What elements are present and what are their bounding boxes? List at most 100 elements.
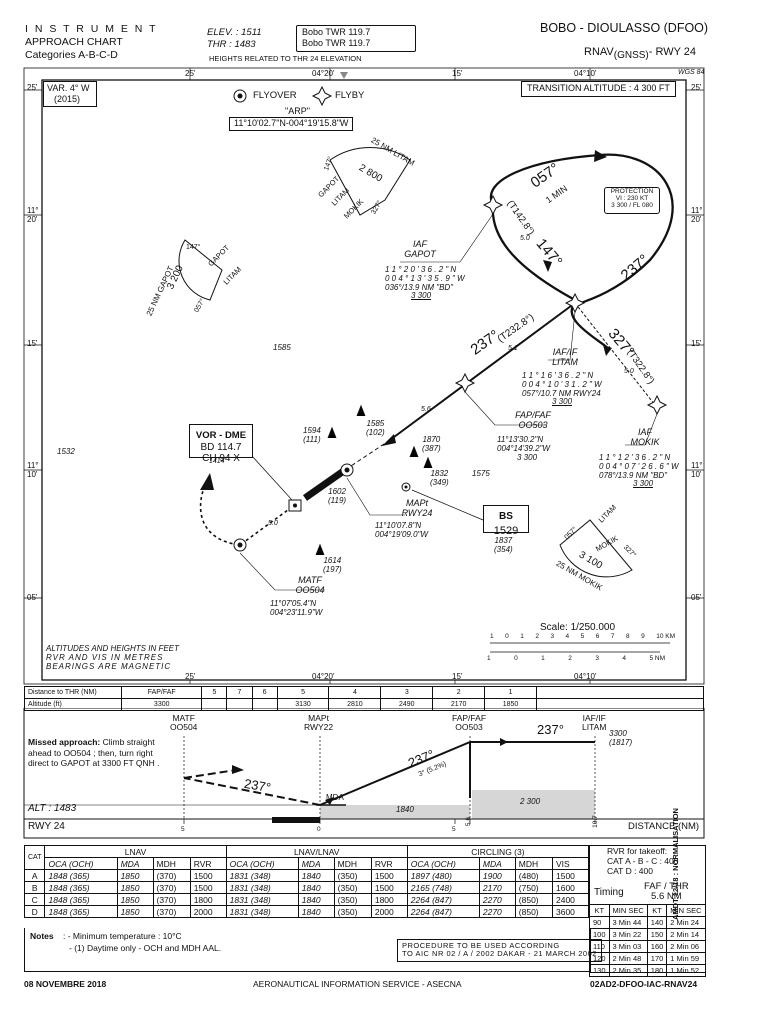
profile-view xyxy=(23,708,705,839)
final-approach-track xyxy=(389,302,576,441)
distance-5-0: 5.0 xyxy=(520,235,530,242)
chart-type-line1: I N S T R U M E N T xyxy=(25,23,158,35)
plan-view xyxy=(23,67,705,685)
airport-title: BOBO - DIOULASSO (DFOO) xyxy=(540,21,709,35)
arp-label: "ARP" xyxy=(285,106,310,116)
distance-5-1: 5.1 xyxy=(508,345,518,352)
outer-frame xyxy=(23,67,705,685)
frequency-box: Bobo TWR 119.7 Bobo TWR 119.7 xyxy=(296,25,416,52)
profile-alt: ALT : 1483 xyxy=(28,803,77,814)
profile-distance-label: DISTANCE (NM) xyxy=(628,821,700,832)
variation: VAR. 4° W xyxy=(47,83,90,93)
profile-final-arrow-icon xyxy=(325,797,334,805)
obstacle-label: 1594(111) xyxy=(303,426,321,444)
grid-right-2: 11° 20' xyxy=(691,206,703,224)
rvr-takeoff-2: CAT D : 400 xyxy=(607,866,653,876)
runway xyxy=(302,467,348,501)
waypoint-matf xyxy=(233,538,247,552)
frequency-2: Bobo TWR 119.7 xyxy=(302,38,371,48)
obstacle-label: 1614(197) xyxy=(323,556,342,574)
hold-arrow-icon xyxy=(594,150,607,162)
transition-altitude: TRANSITION ALTITUDE : 4 300 FT xyxy=(521,81,676,97)
spot-elevation: 1585 xyxy=(273,343,291,352)
profile-mda: MDA xyxy=(326,793,344,802)
footer-code: 02AD2-DFOO-IAC-RNAV24 xyxy=(590,979,698,989)
procedure-prefix: RNAV xyxy=(584,46,614,58)
final-dashed xyxy=(344,439,391,471)
grid-left-4: 11° 10' xyxy=(27,461,39,479)
plan-frame xyxy=(41,79,687,681)
scale-bars xyxy=(490,642,670,653)
taa-left-radial-1: 147° xyxy=(186,244,201,251)
grid-bottom-4: 04°10' xyxy=(574,672,597,681)
variation-box: VAR. 4° W (2015) xyxy=(43,81,97,107)
flyby-icon xyxy=(311,85,333,107)
obstacle-label: 1585(102) xyxy=(366,419,385,437)
waypoint-mapt xyxy=(340,463,354,477)
missed-approach-track xyxy=(199,484,293,546)
taa-right-sector xyxy=(559,519,633,578)
threshold-elevation: THR : 1483 xyxy=(207,39,256,50)
obstacle-label: 1832(349) xyxy=(430,469,449,487)
variation-year: (2015) xyxy=(54,94,81,104)
grid-top-1: 25' xyxy=(185,69,196,78)
table-row: C 1848 (365)1850(370)1800 1831 (348)1840… xyxy=(23,893,590,906)
grid-left-1: 25' xyxy=(27,83,38,92)
ndb-frequency: 1529 xyxy=(493,525,519,537)
grid-top-3: 15' xyxy=(452,69,463,78)
profile-2300: 2 300 xyxy=(520,797,541,806)
flyby-label: FLYBY xyxy=(335,90,365,101)
grid-left-3: 15' xyxy=(27,339,38,348)
units-note: BEARINGS ARE MAGNETIC xyxy=(46,662,172,671)
obstacle-label: 1870(387) xyxy=(422,435,441,453)
profile-track-iaf: 237° xyxy=(537,722,564,737)
waypoint-mokik xyxy=(646,394,668,416)
procedure-title: RNAV(GNSS)- RWY 24 xyxy=(584,46,697,61)
waypoint-gapot xyxy=(482,194,504,216)
vor-elevation: 1414 xyxy=(209,458,225,465)
obstacle-label: 1602(119) xyxy=(328,487,347,505)
missed-arrow-icon xyxy=(200,473,214,490)
note-1: : - Minimum temperature : 10°C xyxy=(63,931,182,941)
vor-dme-box: VOR - DME BD 114.7 CH 94 X xyxy=(189,424,253,464)
grid-bottom-1: 25' xyxy=(185,672,196,681)
profile-tick: 5.6 xyxy=(464,817,472,827)
timing-title: Timing xyxy=(594,887,624,898)
elevation: ELEV. : 1511 xyxy=(207,27,262,38)
north-triangle-icon xyxy=(340,72,348,79)
arp-coordinates: 11°10'02.7"N-004°19'15.8"W xyxy=(229,117,354,131)
procedure-suffix: - RWY 24 xyxy=(648,46,697,58)
units-note: RVR AND VIS IN METRES xyxy=(46,653,164,662)
profile-runway xyxy=(272,817,320,823)
grid-right-5: 05' xyxy=(691,593,702,602)
grid-right-4: 11° 10' xyxy=(691,461,703,479)
timing-panel: RVR for takeoff: CAT A - B - C : 400 CAT… xyxy=(589,845,706,977)
grid-right-1: 25' xyxy=(691,83,702,92)
gapot-arrow-icon xyxy=(543,260,552,272)
profile-1840: 1840 xyxy=(396,805,414,814)
ndb-icon xyxy=(401,482,411,492)
profile-tick: 10.7 xyxy=(591,815,599,828)
ndb-box: BS 1529 xyxy=(483,505,529,537)
chart-type-line2: APPROACH CHART xyxy=(25,36,123,48)
profile-arrow-icon xyxy=(500,738,508,746)
missed-approach-text: Missed approach: Climb straight ahead to… xyxy=(28,737,160,769)
distance-5-0: 5.0 xyxy=(624,368,634,375)
obstacle-label: 1837(354) xyxy=(494,536,513,554)
spot-elevation: 1532 xyxy=(57,447,75,456)
